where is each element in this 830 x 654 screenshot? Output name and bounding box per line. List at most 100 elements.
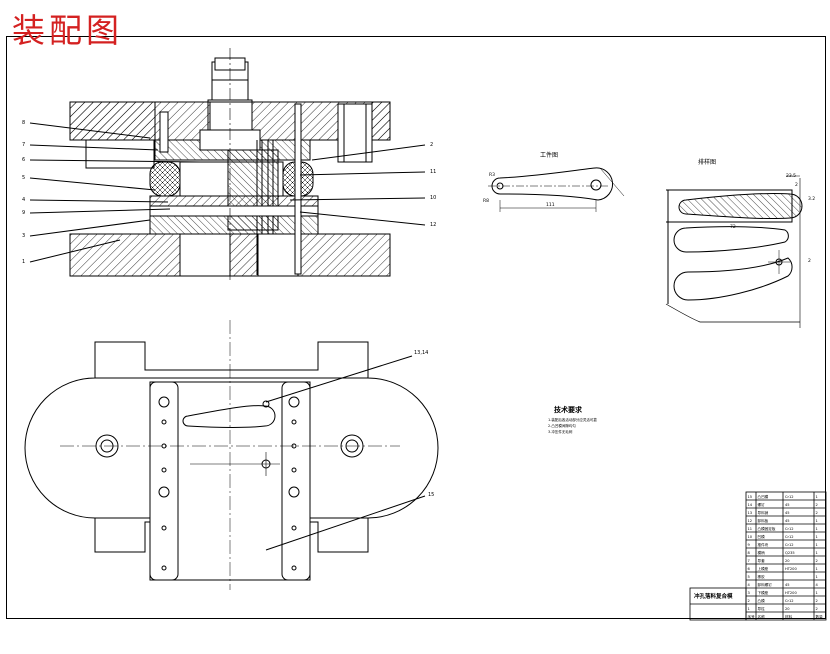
parts-list-cell: 45 (785, 511, 790, 515)
dim-label: R3 (489, 172, 495, 178)
callout-label: 10 (430, 195, 436, 201)
tech-requirements: 技术要求 1.装配后各活动部分应灵活可靠 2.凸凹模间隙均匀 3.冲压件无毛刺 (548, 405, 597, 434)
parts-list-cell: 1 (816, 519, 818, 523)
parts-list-cell: 1 (816, 567, 818, 571)
parts-list-cell: 序号 (748, 614, 756, 619)
drawing-frame (6, 36, 826, 619)
parts-list-cell: 45 (785, 519, 790, 523)
parts-list-cell: 推件块 (758, 542, 769, 547)
parts-list-cell: 9 (748, 543, 751, 547)
parts-list-cell: 2 (816, 607, 818, 611)
parts-list-cell: 导柱 (758, 606, 766, 611)
parts-list-cell: Cr12 (785, 495, 794, 499)
callout-label: 15 (428, 492, 434, 498)
parts-list-cell: 20 (785, 559, 790, 563)
parts-list-cell: 凸模 (758, 598, 766, 603)
workpiece-heading: 工件图 (540, 151, 558, 159)
parts-list-cell: Cr12 (785, 599, 794, 603)
workpiece-outline-plan (182, 405, 276, 428)
tech-line: 2.凸凹模间隙均匀 (548, 423, 576, 428)
workpiece-drawing (488, 167, 625, 212)
parts-list-cell: 数量 (816, 614, 824, 619)
parts-list-cell: 2 (748, 599, 750, 603)
parts-list-cell: 45 (785, 503, 790, 507)
callout-label: 8 (22, 120, 25, 126)
parts-list-cell: 4 (748, 583, 751, 587)
parts-list-cell: 凸凹模 (758, 494, 769, 499)
section-callouts-right: 2 11 10 12 (430, 142, 436, 228)
dim-label: 111 (546, 202, 555, 208)
callout-label: 3 (22, 233, 25, 239)
parts-list-cell: 11 (748, 527, 753, 531)
workpiece-outline (491, 167, 613, 201)
parts-list-cell: 模柄 (758, 550, 766, 555)
parts-list-cell: HT200 (785, 591, 797, 595)
parts-list-cell: 1 (816, 575, 818, 579)
parts-list-cell: 6 (748, 567, 751, 571)
workpiece-labels: 工件图 R3 R8 111 (483, 151, 558, 208)
parts-list-cell: 卸料板 (758, 518, 769, 523)
parts-list-cell: 1 (816, 551, 818, 555)
callout-label: 9 (22, 210, 25, 216)
parts-list-cell: 2 (816, 599, 818, 603)
rubber-left (149, 161, 181, 197)
parts-list-cell: 1 (816, 527, 818, 531)
dim-label: 72 (730, 224, 736, 230)
blank-hatched (678, 192, 803, 220)
parts-list-cell: 材料 (785, 614, 793, 619)
tech-line: 3.冲压件无毛刺 (548, 429, 573, 434)
parts-list-cell: 7 (748, 559, 750, 563)
dim-label: 2 (795, 182, 798, 188)
dim-label: R8 (483, 198, 489, 204)
parts-list-cell: 导料销 (758, 510, 769, 515)
parts-list-cell: 1 (816, 543, 818, 547)
parts-list-cell: 10 (748, 535, 753, 539)
parts-list-cell: 凹模 (758, 534, 766, 539)
title-block-name: 冲孔落料复合模 (694, 592, 733, 600)
parts-list-cell: 名称 (758, 614, 766, 619)
strip-layout (665, 175, 803, 328)
parts-list-cell: 1 (748, 607, 750, 611)
parts-list-cell: 2 (816, 503, 818, 507)
plan-callouts: 13,14 15 (414, 350, 434, 498)
parts-list-cell: Cr12 (785, 535, 794, 539)
callout-label: 11 (430, 169, 436, 175)
guide-bush (85, 139, 155, 169)
callout-label: 1 (22, 259, 25, 265)
parts-list-cell: 1 (816, 591, 818, 595)
parts-list-cell: 1 (816, 495, 818, 499)
parts-list-cell: Q235 (785, 551, 795, 555)
parts-list-cell: 3 (748, 591, 750, 595)
callout-label: 5 (22, 175, 25, 181)
tech-line: 1.装配后各活动部分应灵活可靠 (548, 417, 597, 422)
parts-list-cell: Cr12 (785, 543, 794, 547)
parts-list-cell: 螺钉 (758, 502, 766, 507)
parts-list-cell: 下模座 (758, 590, 769, 595)
parts-list-cell: 5 (748, 575, 750, 579)
dim-label: 2 (808, 258, 811, 264)
dim-label: 3.2 (808, 196, 815, 202)
parts-list-cell: 上模座 (758, 566, 769, 571)
parts-list-cell: 8 (748, 551, 751, 555)
parts-list-cell: HT200 (785, 567, 797, 571)
title-block (689, 491, 827, 621)
dim-label: 23.5 (786, 173, 796, 179)
parts-list-cell: 4 (816, 583, 819, 587)
callout-label: 7 (22, 142, 25, 148)
parts-list-cell: 导套 (758, 558, 766, 563)
parts-list-cell: 橡胶 (758, 574, 766, 579)
callout-label: 13,14 (414, 350, 428, 356)
callout-label: 6 (22, 157, 25, 163)
callout-label: 12 (430, 222, 436, 228)
callout-label: 4 (22, 197, 25, 203)
lower-die-base-outline (24, 341, 439, 553)
parts-list-cell: 2 (816, 511, 818, 515)
section-callouts-left: 8 7 6 5 4 9 3 1 (22, 120, 25, 265)
parts-list-cell: 45 (785, 583, 790, 587)
parts-list-cell: 15 (748, 495, 753, 499)
parts-list-cell: 14 (748, 503, 753, 507)
parts-list-cell: 凸模固定板 (758, 526, 776, 531)
plan-view (24, 320, 439, 590)
